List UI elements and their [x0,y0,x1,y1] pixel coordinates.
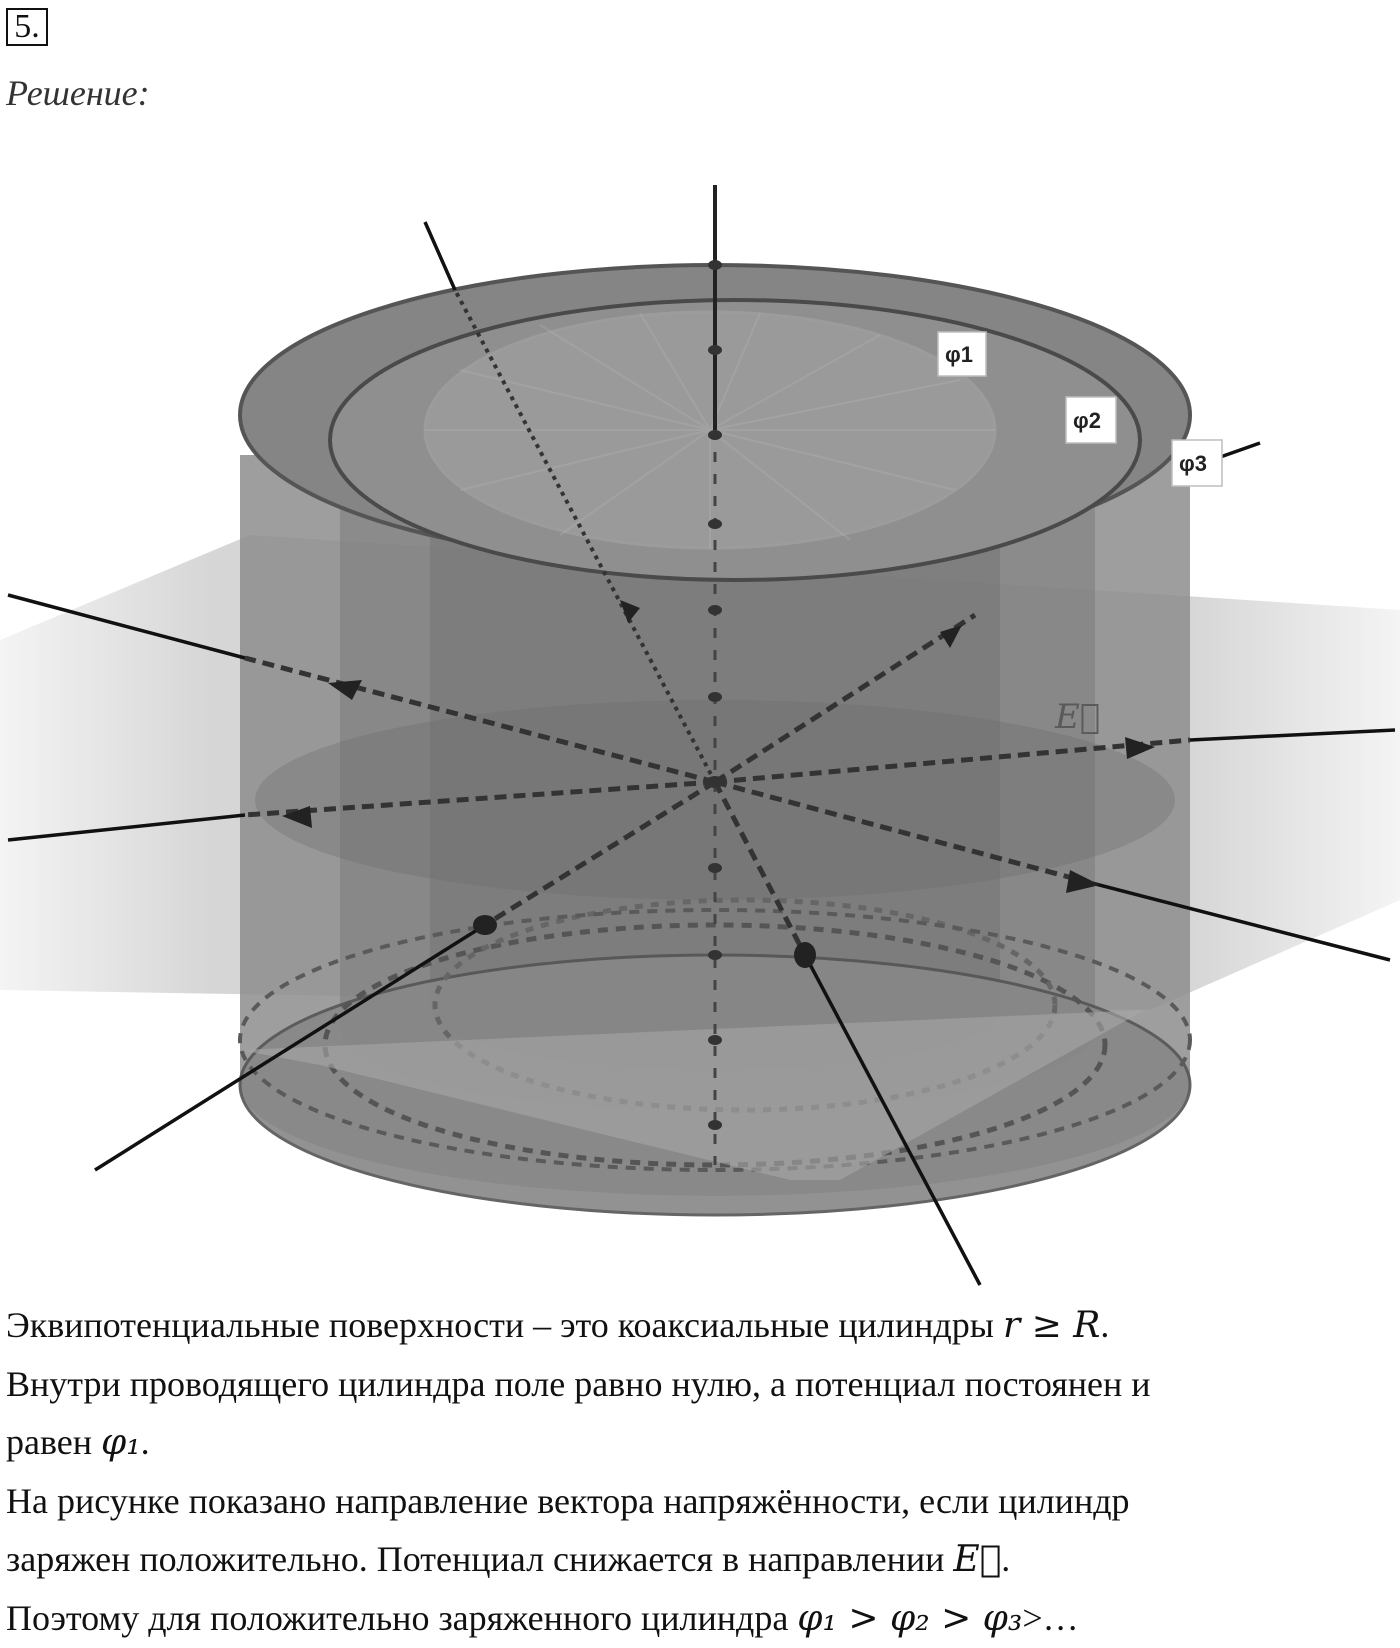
text-line-2: Внутри проводящего цилиндра поле равно н… [6,1364,1151,1404]
svg-text:φ3: φ3 [1179,451,1207,476]
middle-bottom-ellipse [322,922,1108,1168]
inner-bottom-ellipse [432,897,1058,1113]
task-number: 5. [6,8,48,46]
arrowhead-lower-left [473,915,497,935]
text-line-6: Поэтому для положительно заряженного цил… [6,1598,1079,1639]
solution-text: Эквипотенциальные поверхности – это коак… [6,1296,1386,1648]
arrowhead-right [1125,737,1155,759]
arrowhead-left-upper [328,680,362,700]
arrowhead-right-lower [1066,870,1100,893]
label-phi1: φ1 [937,331,987,377]
arrowhead-lower-front [794,942,816,968]
solution-heading: Решение: [6,73,150,113]
inner-top-sheen [425,312,995,548]
text-line-1: Эквипотенциальные поверхности – это коак… [6,1305,1110,1346]
inner-top-ellipse [423,310,997,550]
arrowhead-upper-right [940,625,962,648]
label-field-vector: E⃗ [1054,697,1100,737]
arrowhead-left-lower [282,806,312,828]
field-lines-solid [7,221,1396,1286]
field-arrowheads [282,600,1155,968]
label-phi2: φ2 [1065,396,1117,444]
label-phi3: φ3 [1171,439,1223,487]
arrowhead-upper-back [620,600,640,623]
plane-bottom-strip [240,1010,1145,1180]
inner-disk [255,700,1175,900]
text-line-4: На рисунке показано направление вектора … [6,1481,1130,1521]
text-line-3: равен φ₁. [6,1422,150,1463]
svg-text:φ1: φ1 [945,342,973,367]
field-lines-dashed [244,289,1191,957]
text-line-5: заряжен положительно. Потенциал снижаетс… [6,1539,1011,1580]
inner-cylinder-body [430,480,1000,1070]
outer-bottom-dashed [238,908,1192,1172]
cylinder-field-figure: φ1 φ2 φ3 E⃗ [0,185,1400,1286]
svg-text:φ2: φ2 [1073,408,1101,433]
